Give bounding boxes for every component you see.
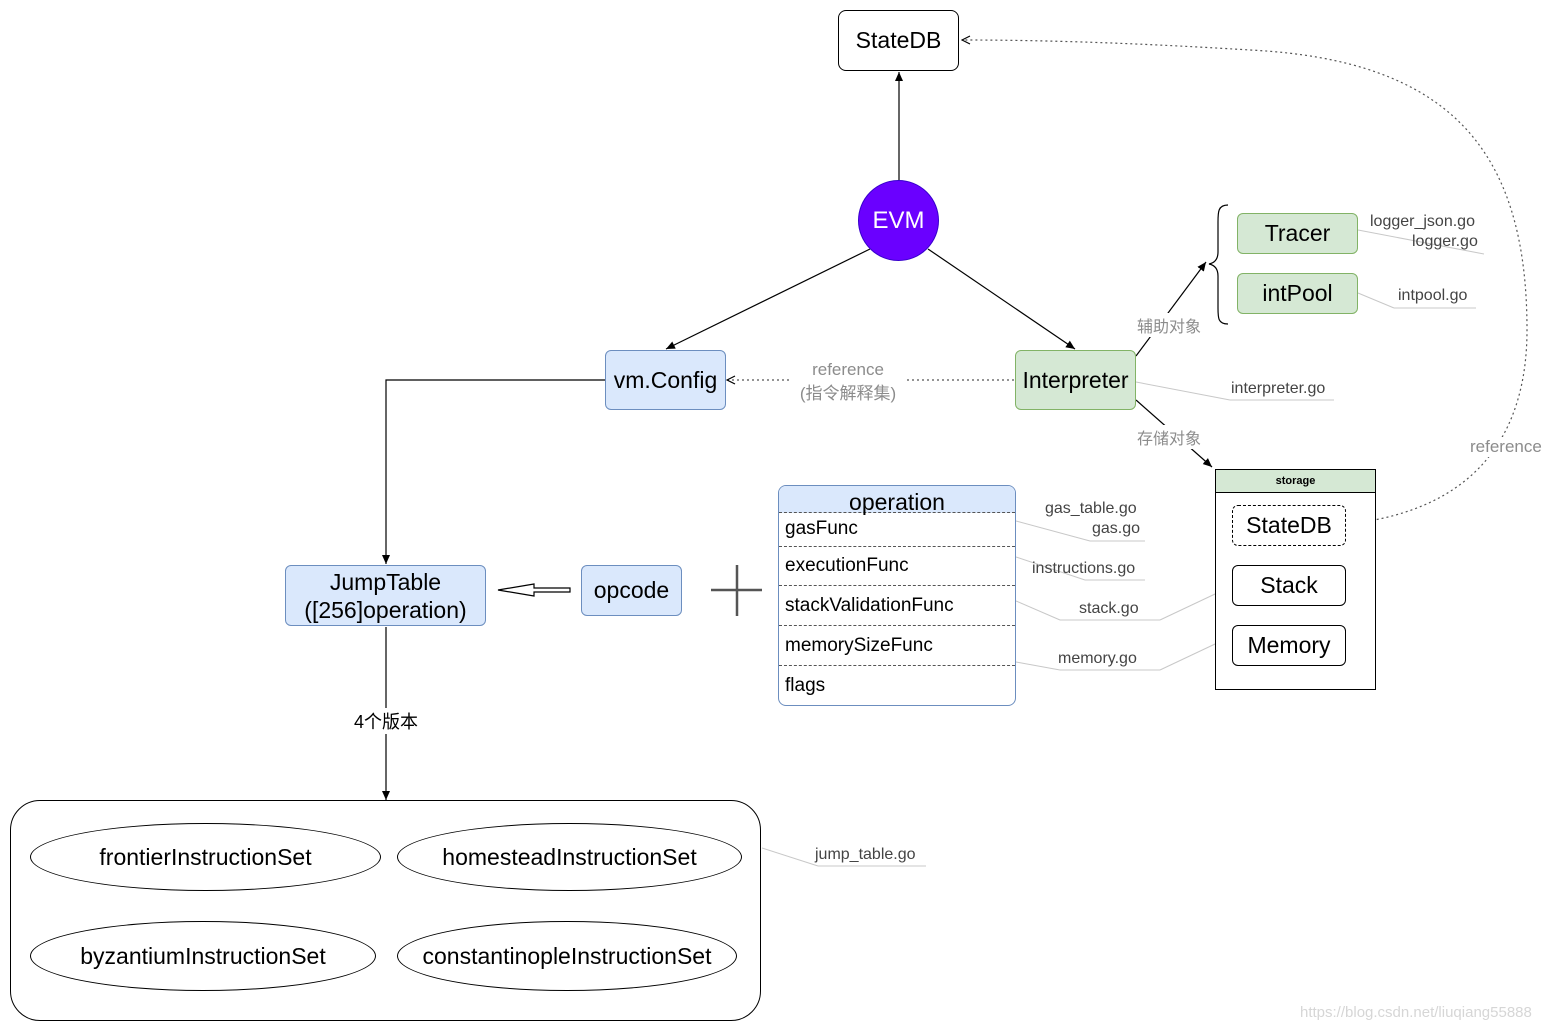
operation-field-label: stackValidationFunc <box>785 594 954 616</box>
file-memory: memory.go <box>1058 650 1137 667</box>
file-logger: logger.go <box>1412 233 1478 250</box>
jumptable-label-line2: ([256]operation) <box>304 596 467 623</box>
vm-config-label: vm.Config <box>613 366 718 393</box>
statedb-node-label: StateDB <box>855 27 942 53</box>
reference-right-label: reference <box>1470 437 1542 457</box>
operation-field-label: executionFunc <box>785 555 909 576</box>
evm-node: EVM <box>858 180 939 261</box>
opcode-label: opcode <box>593 577 670 603</box>
operation-field: memorySizeFunc <box>779 625 1015 665</box>
instruction-set-ellipse: frontierInstructionSet <box>30 823 381 891</box>
file-intpool: intpool.go <box>1398 287 1468 304</box>
operation-field-label: gasFunc <box>785 518 858 539</box>
storage-memory-label: Memory <box>1247 632 1331 658</box>
instruction-set-ellipse: constantinopleInstructionSet <box>397 921 737 991</box>
operation-title: operation <box>849 488 945 515</box>
file-instructions: instructions.go <box>1032 560 1136 577</box>
operation-field-label: flags <box>785 674 826 696</box>
edge-vmconfig-jumptable <box>382 379 605 564</box>
tracer-label: Tracer <box>1264 220 1331 246</box>
edge-interpreter-helpers <box>1135 261 1207 357</box>
operation-field: stackValidationFunc <box>779 585 1015 625</box>
jumptable-node: JumpTable ([256]operation) <box>285 565 486 626</box>
helper-objects-label: 辅助对象 <box>1137 313 1202 337</box>
instruction-set-label: frontierInstructionSet <box>99 843 312 870</box>
operation-field: gasFunc <box>779 512 1015 546</box>
operation-header: operation <box>779 486 1015 515</box>
operation-field-label: memorySizeFunc <box>785 634 933 656</box>
instruction-set-ellipse: homesteadInstructionSet <box>397 823 742 891</box>
instruction-set-ellipse: byzantiumInstructionSet <box>30 921 376 991</box>
jumptable-label-line1: JumpTable <box>329 568 442 595</box>
vm-config-node: vm.Config <box>605 350 726 410</box>
file-logger-json: logger_json.go <box>1370 213 1475 230</box>
edge-storage-statedb-reference <box>962 40 1528 525</box>
operation-table: operation gasFunc executionFunc stackVal… <box>778 485 1016 706</box>
intpool-label: intPool <box>1262 280 1333 306</box>
file-jump-table: jump_table.go <box>815 846 916 863</box>
tracer-node: Tracer <box>1237 213 1358 254</box>
storage-title: storage <box>1275 475 1316 487</box>
versions-label: 4个版本 <box>354 708 419 734</box>
interpreter-label: Interpreter <box>1022 366 1129 393</box>
intpool-node: intPool <box>1237 273 1358 314</box>
interpreter-node: Interpreter <box>1015 350 1136 410</box>
storage-statedb: StateDB <box>1232 505 1346 546</box>
edge-evm-interpreter <box>927 248 1076 350</box>
instruction-set-label: byzantiumInstructionSet <box>80 942 326 969</box>
reference-label-line2: (指令解释集) <box>799 384 897 403</box>
evm-node-label: EVM <box>872 206 925 234</box>
file-stack: stack.go <box>1079 600 1139 617</box>
storage-statedb-label: StateDB <box>1246 512 1332 538</box>
file-interpreter: interpreter.go <box>1231 380 1326 397</box>
edge-evm-vmconfig <box>665 248 871 350</box>
operation-field: executionFunc <box>779 546 1015 585</box>
storage-stack-label: Stack <box>1260 572 1318 598</box>
storage-stack: Stack <box>1232 565 1346 606</box>
storage-objects-label: 存储对象 <box>1137 425 1202 449</box>
reference-label: reference (指令解释集) <box>790 358 906 406</box>
watermark: https://blog.csdn.net/liuqiang55888 <box>1300 1004 1532 1021</box>
storage-memory: Memory <box>1232 625 1346 666</box>
helper-brace <box>1208 204 1229 325</box>
statedb-node: StateDB <box>838 10 959 71</box>
file-gas-table: gas_table.go <box>1045 500 1137 517</box>
instruction-set-label: homesteadInstructionSet <box>442 843 697 870</box>
edge-opcode-jumptable <box>497 583 571 597</box>
reference-label-line1: reference <box>812 360 884 379</box>
file-gas: gas.go <box>1092 520 1141 537</box>
instruction-set-label: constantinopleInstructionSet <box>422 942 712 969</box>
storage-header: storage <box>1216 470 1375 493</box>
opcode-node: opcode <box>581 565 682 616</box>
operation-field: flags <box>779 665 1015 705</box>
